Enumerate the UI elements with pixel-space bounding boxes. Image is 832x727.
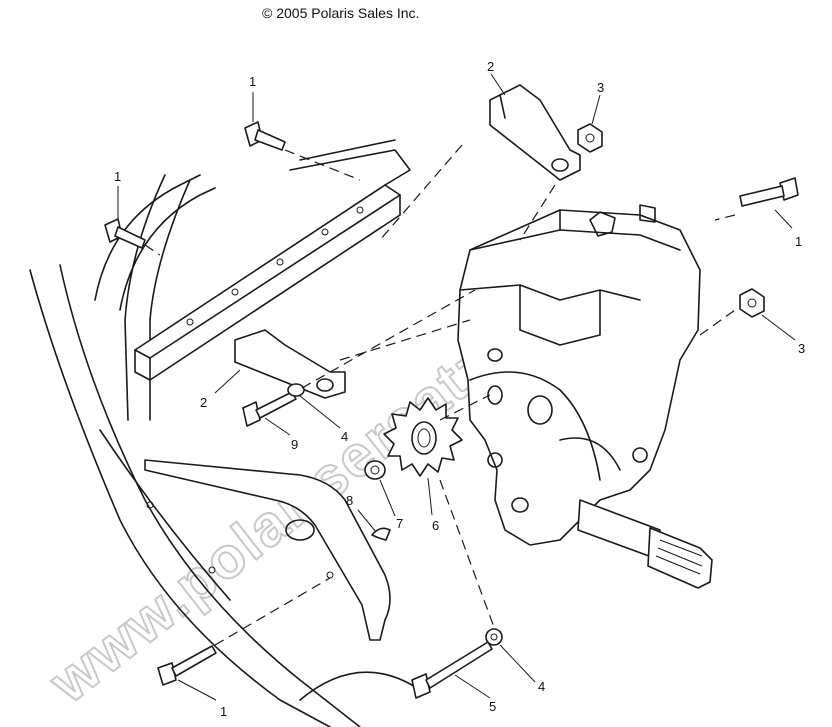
callout-3-right: 3	[798, 341, 805, 356]
retaining-clip	[371, 527, 391, 541]
bolt-bottom	[157, 645, 217, 686]
callout-7: 7	[396, 516, 403, 531]
lower-gusset-plate	[144, 459, 391, 641]
frame-tubes	[29, 174, 421, 727]
callout-leaders	[117, 73, 796, 701]
callout-2-left: 2	[200, 395, 207, 410]
callout-2-top: 2	[487, 59, 494, 74]
callout-5: 5	[489, 699, 496, 714]
gearcase-housing	[457, 204, 701, 546]
copyright-notice: © 2005 Polaris Sales Inc.	[262, 5, 420, 21]
long-bolt-five	[411, 628, 503, 699]
callout-3-top: 3	[597, 80, 604, 95]
nut-right	[739, 288, 765, 318]
callout-labels: 1 1 1 1 2 2 3 3 4 4 5 6 7 8 9	[114, 59, 805, 719]
callout-1-right: 1	[795, 234, 802, 249]
callout-8: 8	[346, 493, 353, 508]
callout-1-left: 1	[114, 169, 121, 184]
bolt-top	[244, 121, 286, 151]
callout-1-top: 1	[249, 74, 256, 89]
callout-4-bottom: 4	[538, 679, 545, 694]
callout-4-mid: 4	[341, 429, 348, 444]
upper-mount-rail	[134, 139, 411, 381]
callout-1-bottom: 1	[220, 704, 227, 719]
bolt-nine	[242, 383, 305, 427]
bracket-upper	[489, 84, 581, 181]
callout-6: 6	[432, 518, 439, 533]
output-shaft	[577, 499, 713, 589]
bracket-lower	[234, 329, 346, 399]
bolt-left	[104, 218, 146, 249]
drive-sprocket	[383, 397, 463, 477]
bolt-right	[739, 177, 799, 207]
assembly-centerlines	[144, 144, 736, 646]
nut-upper	[577, 123, 603, 153]
lock-washer	[364, 460, 386, 480]
callout-9: 9	[291, 437, 298, 452]
